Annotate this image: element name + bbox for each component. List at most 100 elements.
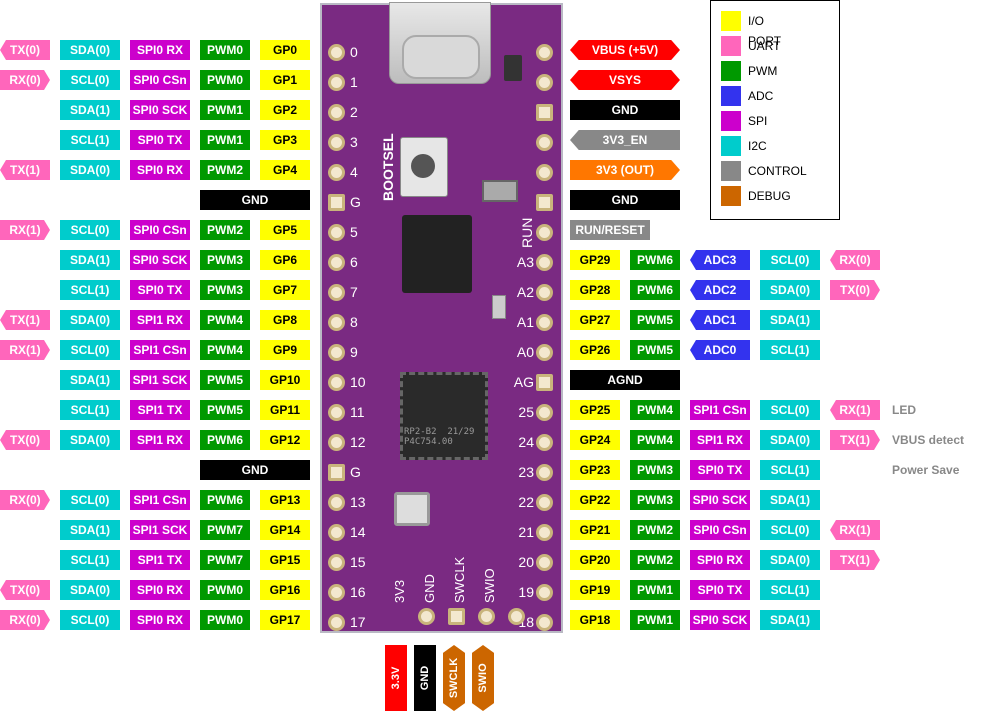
left-pin-number: 15 <box>350 554 366 570</box>
spi-label: SPI0 TX <box>690 460 750 480</box>
pwm-label: PWM0 <box>200 40 250 60</box>
pwm-label: PWM7 <box>200 550 250 570</box>
i2c-label: SDA(1) <box>60 250 120 270</box>
uart-label: TX(1) <box>0 160 50 180</box>
left-pin-pad <box>328 104 345 121</box>
pwm-label: PWM5 <box>200 400 250 420</box>
pwm-label: PWM1 <box>200 130 250 150</box>
gpio-label: GP29 <box>570 250 620 270</box>
bottom-pin-label: SWCLK <box>452 556 467 603</box>
spi-label: SPI0 TX <box>130 280 190 300</box>
gpio-label: GP0 <box>260 40 310 60</box>
pin-note: Power Save <box>892 463 960 477</box>
pwm-label: PWM2 <box>630 550 680 570</box>
pwm-label: PWM1 <box>200 100 250 120</box>
left-pin-pad <box>328 164 345 181</box>
pwm-label: PWM5 <box>200 370 250 390</box>
pwm-label: PWM3 <box>200 250 250 270</box>
gpio-label: GP23 <box>570 460 620 480</box>
spi-label: SPI0 TX <box>690 580 750 600</box>
i2c-label: SDA(0) <box>60 430 120 450</box>
gpio-label: GP8 <box>260 310 310 330</box>
pwm-label: PWM0 <box>200 580 250 600</box>
run-label: RUN <box>519 217 535 248</box>
left-pin-number: 8 <box>350 314 358 330</box>
debug-pin-pad <box>418 608 435 625</box>
legend-label: PWM <box>748 64 778 78</box>
gpio-label: GP17 <box>260 610 310 630</box>
left-pin-pad <box>328 404 345 421</box>
right-pin-pad <box>536 74 553 91</box>
legend-swatch <box>721 61 741 81</box>
left-pin-pad <box>328 374 345 391</box>
i2c-label: SDA(0) <box>60 160 120 180</box>
adc-label: ADC1 <box>690 310 750 330</box>
debug-label-text: 3.3V <box>390 666 402 690</box>
spi-label: SPI1 SCK <box>130 370 190 390</box>
uart-label: TX(0) <box>0 430 50 450</box>
chip-marking: RP2-B2 21/29 P4C754.00 <box>404 427 475 447</box>
i2c-label: SCL(0) <box>760 250 820 270</box>
i2c-label: SDA(1) <box>60 100 120 120</box>
right-pin-pad <box>536 404 553 421</box>
left-pin-number: 16 <box>350 584 366 600</box>
i2c-label: SDA(1) <box>60 370 120 390</box>
gpio-label: GP21 <box>570 520 620 540</box>
pwm-label: PWM3 <box>630 490 680 510</box>
uart-label: TX(0) <box>0 580 50 600</box>
pwm-label: PWM5 <box>630 310 680 330</box>
i2c-label: SDA(1) <box>760 310 820 330</box>
left-pin-pad <box>328 44 345 61</box>
left-pin-pad <box>328 314 345 331</box>
uart-label: TX(1) <box>830 550 880 570</box>
gpio-label: GP4 <box>260 160 310 180</box>
bottom-pin-label: GND <box>422 574 437 603</box>
legend-swatch <box>721 161 741 181</box>
right-pin-number: 24 <box>518 434 534 450</box>
left-pin-number: G <box>350 464 361 480</box>
i2c-label: SDA(0) <box>60 40 120 60</box>
left-pin-pad <box>328 254 345 271</box>
debug-pin-pad <box>478 608 495 625</box>
right-pin-number: 25 <box>518 404 534 420</box>
left-pin-number: 5 <box>350 224 358 240</box>
gpio-label: GP19 <box>570 580 620 600</box>
gpio-label: GP15 <box>260 550 310 570</box>
right-pin-pad <box>536 434 553 451</box>
left-pin-pad <box>328 224 345 241</box>
gpio-label: GP18 <box>570 610 620 630</box>
right-pin-pad <box>536 524 553 541</box>
spi-label: SPI1 TX <box>130 400 190 420</box>
pwm-label: PWM2 <box>200 160 250 180</box>
gpio-label: GP16 <box>260 580 310 600</box>
adc-label: ADC3 <box>690 250 750 270</box>
legend-swatch <box>721 36 741 56</box>
pwm-label: PWM2 <box>200 220 250 240</box>
spi-label: SPI0 RX <box>690 550 750 570</box>
left-pin-number: 6 <box>350 254 358 270</box>
i2c-label: SCL(1) <box>60 130 120 150</box>
right-pin-pad <box>536 374 553 391</box>
bootsel-button[interactable] <box>400 137 448 197</box>
flash-chip <box>402 215 472 293</box>
gpio-label: GP25 <box>570 400 620 420</box>
legend-label: ADC <box>748 89 774 103</box>
spi-label: SPI1 RX <box>690 430 750 450</box>
right-pin-number: A2 <box>516 284 534 300</box>
gpio-label: GP11 <box>260 400 310 420</box>
gpio-label: GP20 <box>570 550 620 570</box>
uart-label: TX(1) <box>830 430 880 450</box>
right-pin-pad <box>536 314 553 331</box>
right-pin-number: 19 <box>518 584 534 600</box>
left-pin-number: 1 <box>350 74 358 90</box>
power-label: GND <box>570 190 680 210</box>
i2c-label: SDA(1) <box>760 610 820 630</box>
left-pin-number: 12 <box>350 434 366 450</box>
i2c-label: SCL(1) <box>60 280 120 300</box>
pwm-label: PWM3 <box>200 280 250 300</box>
left-pin-pad <box>328 614 345 631</box>
uart-label: RX(1) <box>830 400 880 420</box>
right-pin-pad <box>536 224 553 241</box>
right-pin-pad <box>536 344 553 361</box>
